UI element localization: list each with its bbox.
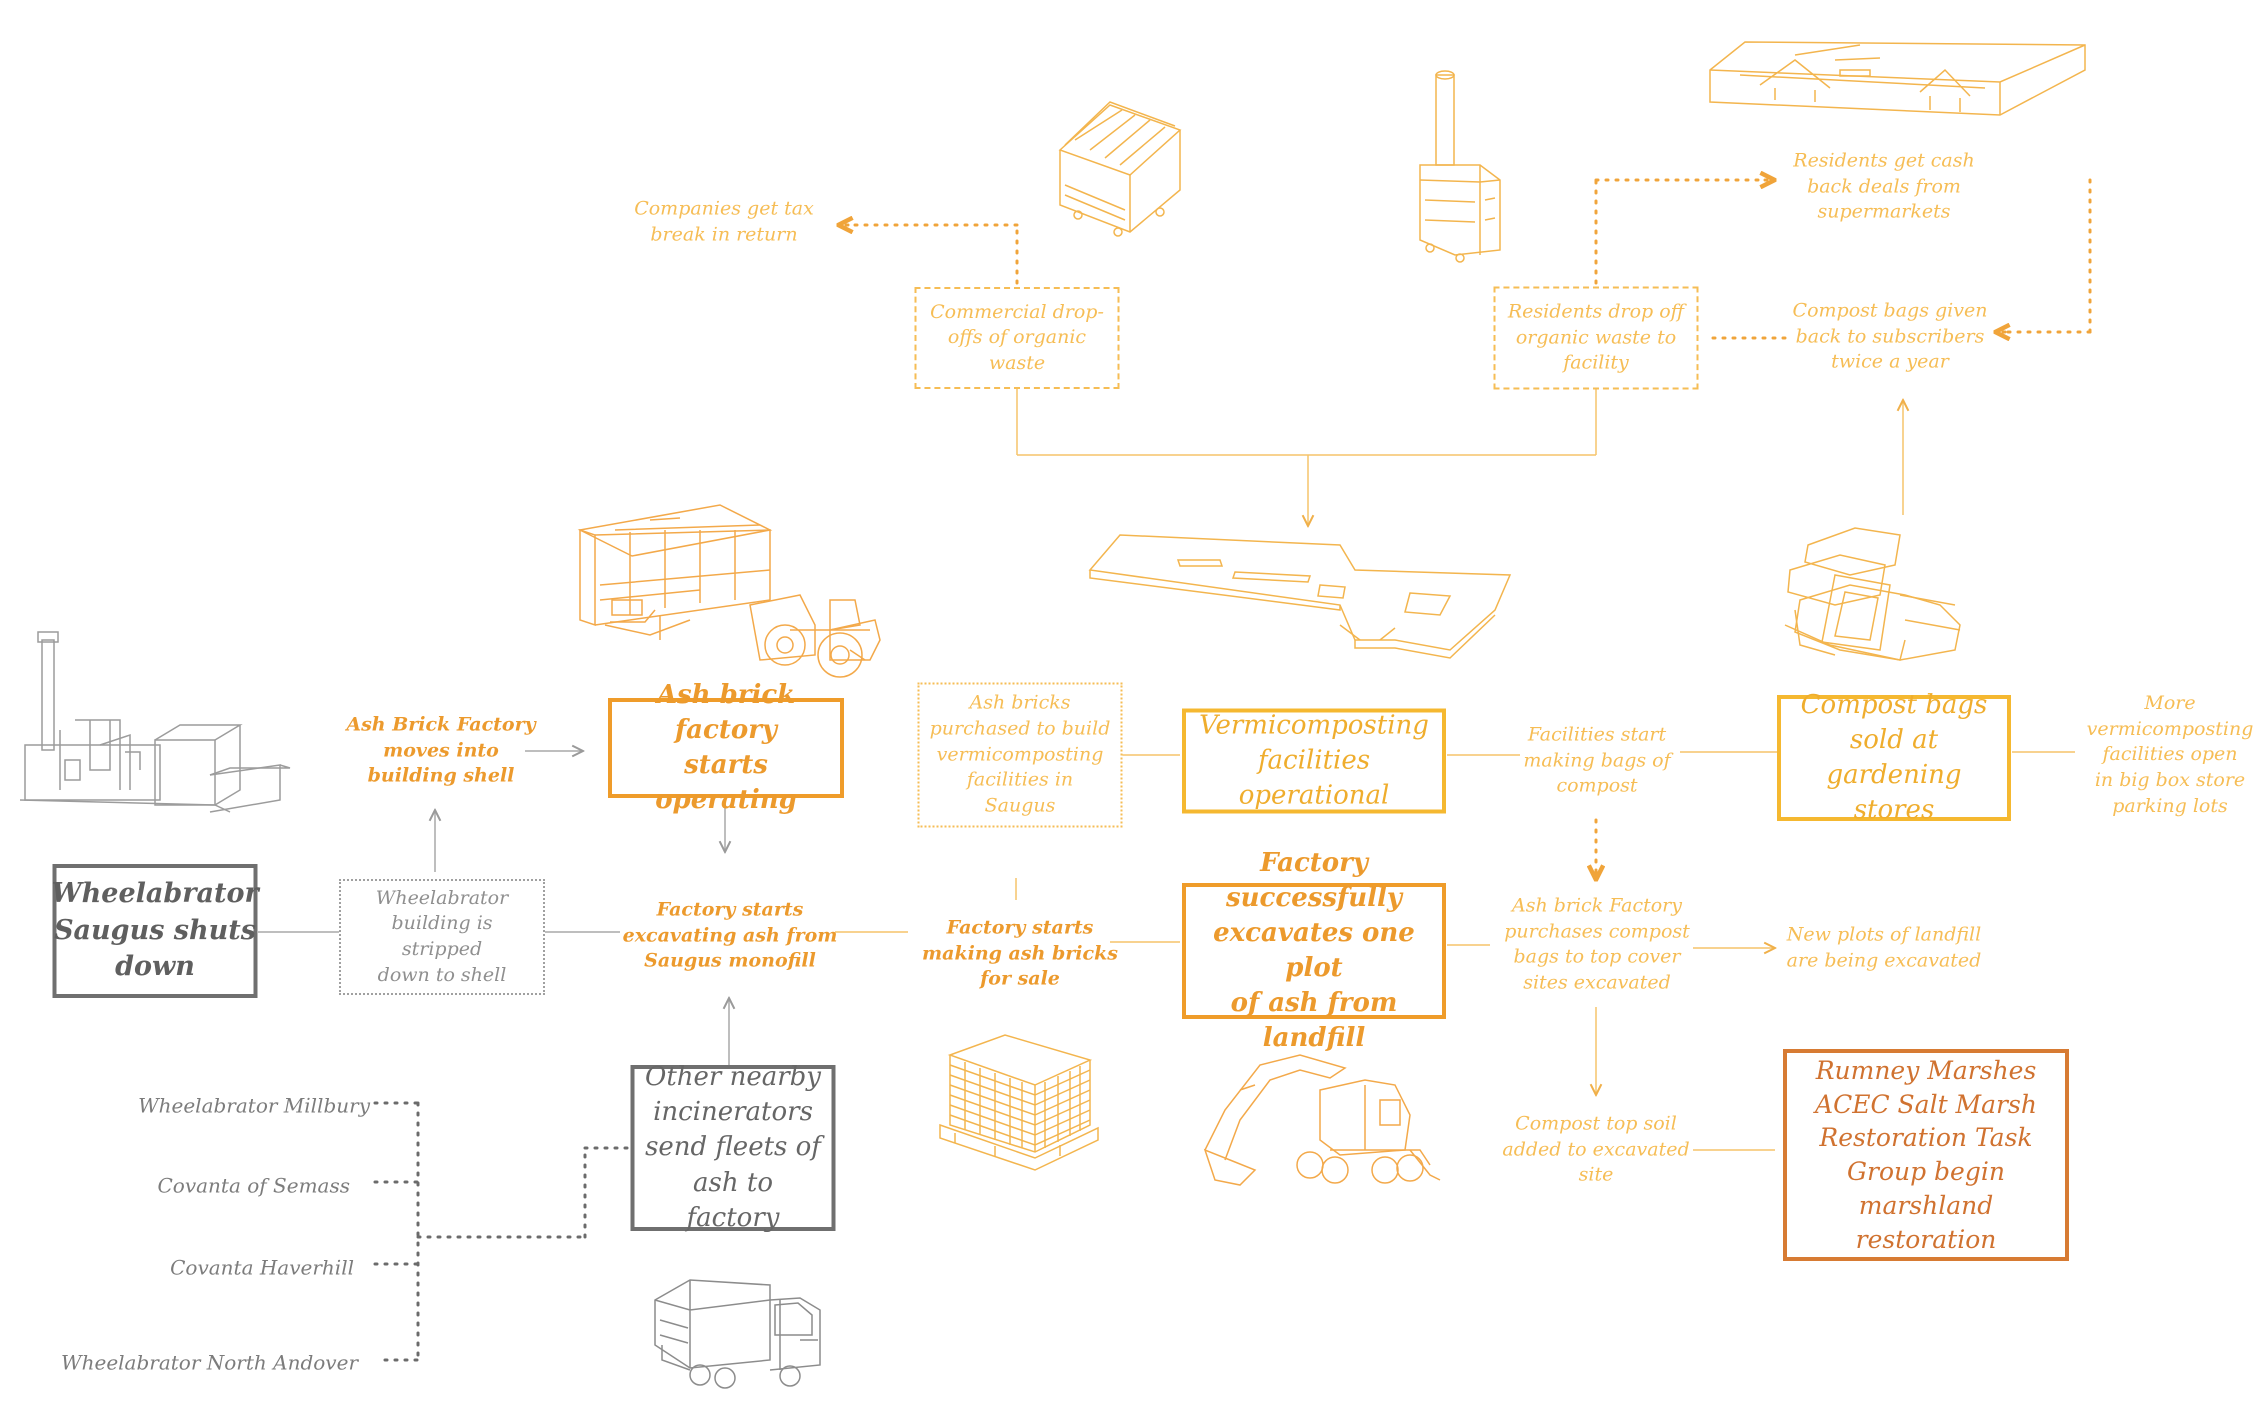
brick-pallet-icon <box>939 1034 1099 1171</box>
node-other-incinerators: Other nearby incinerators send fleets of… <box>630 1062 836 1233</box>
connectors-gray-dotted <box>373 1101 630 1362</box>
node-facilities-making-bags: Facilities start making bags of compost <box>1523 723 1671 797</box>
compost-bags-icon <box>1784 527 1961 661</box>
incinerator-plant-icon <box>19 631 291 813</box>
dumpster-icon <box>1058 101 1182 237</box>
node-companies-tax: Companies get tax break in return <box>634 197 814 245</box>
source-millbury: Wheelabrator Millbury <box>138 1093 370 1118</box>
node-commercial-dropoffs: Commercial drop- offs of organic waste <box>914 287 1120 389</box>
node-compost-given-back: Compost bags given back to subscribers t… <box>1792 299 1988 373</box>
vermicomposting-facility-icon <box>1088 534 1512 659</box>
node-factory-excavates-plot: Factory successfully excavates one plot … <box>1182 848 1446 1053</box>
excavator-icon <box>1203 1054 1441 1186</box>
node-compost-bags-sold: Compost bags sold at gardening stores <box>1777 690 2011 825</box>
node-ash-bricks-purchased: Ash bricks purchased to build vermicompo… <box>917 682 1123 828</box>
node-building-stripped: Wheelabrator building is stripped down t… <box>339 879 545 995</box>
node-ash-brick-operating: Ash brick factory starts operating <box>608 680 844 815</box>
compost-bin-icon <box>1419 70 1501 263</box>
node-compost-top-soil: Compost top soil added to excavated site <box>1502 1112 1690 1186</box>
node-factory-making-bricks: Factory starts making ash bricks for sal… <box>922 916 1118 990</box>
node-residents-dropoff: Residents drop off organic waste to faci… <box>1493 286 1699 390</box>
supermarket-icon <box>1709 41 2086 116</box>
node-vermicomposting-operational: Vermicomposting facilities operational <box>1182 708 1446 814</box>
brick-factory-icon <box>577 504 773 640</box>
dump-truck-icon <box>654 1279 821 1389</box>
node-more-facilities: More vermicomposting facilities open in … <box>2086 691 2254 817</box>
node-rumney-marshes: Rumney Marshes ACEC Salt Marsh Restorati… <box>1783 1049 2069 1261</box>
source-haverhill: Covanta Haverhill <box>170 1255 354 1280</box>
node-new-plots: New plots of landfill are being excavate… <box>1786 923 1982 971</box>
node-ash-brick-purchases: Ash brick Factory purchases compost bags… <box>1504 894 1690 994</box>
source-north-andover: Wheelabrator North Andover <box>61 1350 358 1375</box>
node-wheelabrator-shuts-down: Wheelabrator Saugus shuts down <box>51 864 259 998</box>
node-ash-brick-moves: Ash Brick Factory moves into building sh… <box>346 713 536 787</box>
node-factory-excavating: Factory starts excavating ash from Saugu… <box>622 898 838 972</box>
source-semass: Covanta of Semass <box>157 1173 350 1198</box>
node-residents-cash: Residents get cash back deals from super… <box>1793 149 1975 223</box>
connectors-orange-dotted <box>840 180 2092 878</box>
wheel-loader-icon <box>749 594 881 678</box>
